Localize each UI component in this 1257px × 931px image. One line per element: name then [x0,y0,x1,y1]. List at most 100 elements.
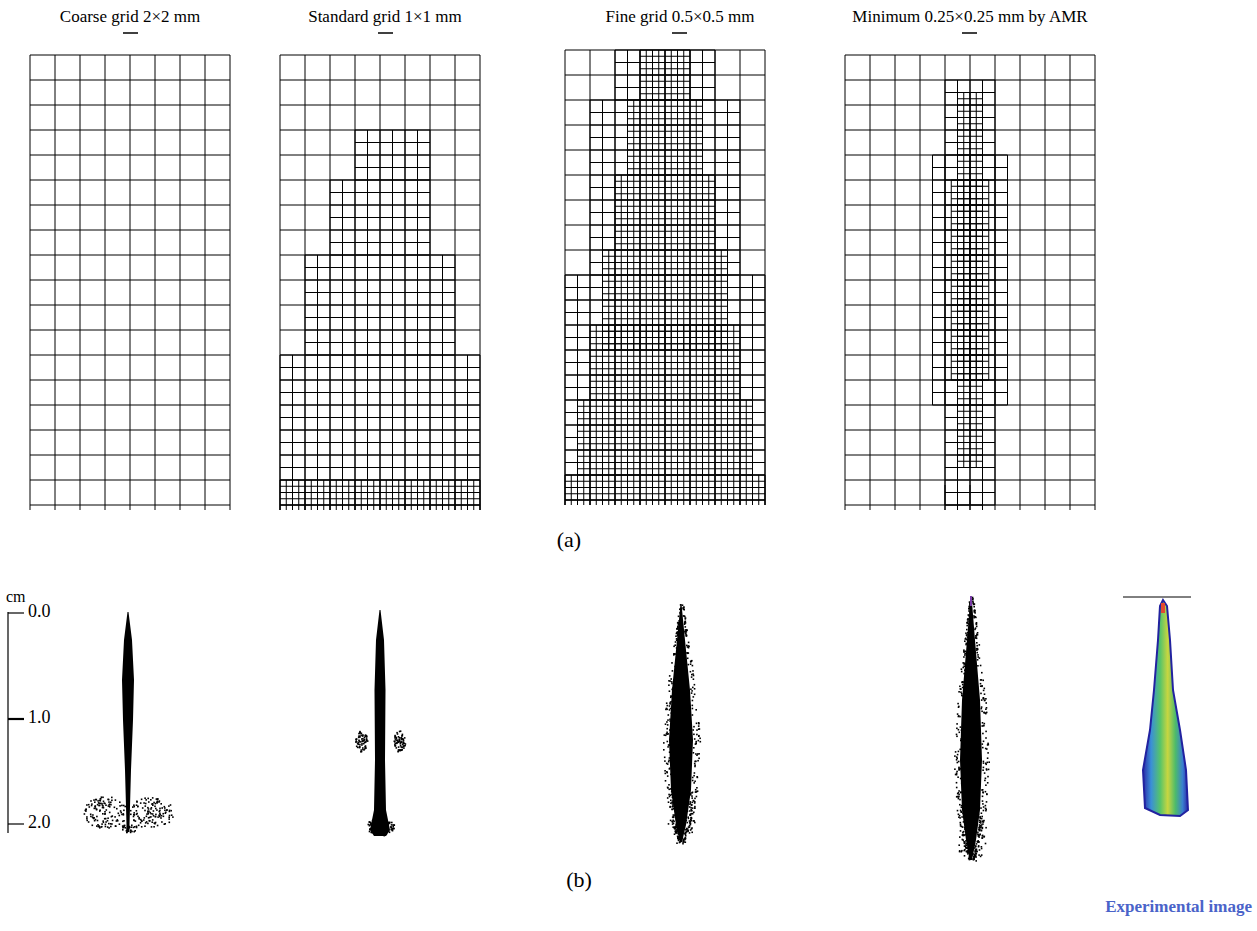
droplet [366,736,368,738]
droplet [972,838,974,840]
droplet [667,741,669,743]
droplet [687,822,689,824]
droplet [378,824,380,826]
droplet [119,805,121,807]
droplet [146,816,148,818]
droplet [102,804,104,806]
droplet [698,758,700,760]
droplet [696,776,698,778]
droplet [675,830,677,832]
droplet [978,814,980,816]
droplet [671,701,673,703]
droplet [385,818,387,820]
droplet [967,636,969,638]
droplet [382,834,384,836]
droplet [958,729,960,731]
droplet [975,860,977,862]
droplet [694,772,696,774]
droplet [164,823,166,825]
droplet [682,837,684,839]
droplet [147,813,149,815]
droplet [967,620,969,622]
droplet [978,836,980,838]
droplet [976,623,978,625]
droplet [133,814,135,816]
droplet [672,821,674,823]
spray-core [122,612,134,832]
droplet [402,738,404,740]
droplet [109,803,111,805]
droplet [102,813,104,815]
droplet [673,808,675,810]
droplet [698,722,700,724]
droplet [668,823,670,825]
droplet [700,741,702,743]
droplet [965,847,967,849]
droplet [973,617,975,619]
droplet [151,803,153,805]
droplet [359,746,361,748]
droplet [693,678,695,680]
droplet [964,822,966,824]
droplet [958,706,960,708]
droplet [982,835,984,837]
droplet [677,792,679,794]
droplet [954,755,956,757]
droplet [92,816,94,818]
droplet [958,761,960,763]
droplet [964,843,966,845]
droplet [146,821,148,823]
droplet [382,825,384,827]
droplet [676,827,678,829]
droplet [683,607,685,609]
droplet [84,813,86,815]
droplet [973,615,975,617]
droplet [960,726,962,728]
droplet [152,803,154,805]
mesh-grids [30,50,1095,510]
droplet [979,834,981,836]
droplet [156,809,158,811]
droplet [976,853,978,855]
droplet [390,826,392,828]
droplet [973,856,975,858]
droplet [364,737,366,739]
droplet [969,859,971,861]
droplet [677,632,679,634]
droplet [669,720,671,722]
droplet [686,630,688,632]
droplet [687,653,689,655]
droplet [394,741,396,743]
droplet [691,817,693,819]
droplet [671,689,673,691]
droplet [982,800,984,802]
droplet [131,825,133,827]
droplet [964,849,966,851]
droplet [129,827,131,829]
droplet [693,734,695,736]
droplet [688,826,690,828]
droplet [159,811,161,813]
droplet [676,633,678,635]
droplet [95,805,97,807]
droplet [689,822,691,824]
droplet [685,618,687,620]
droplet [680,841,682,843]
nozzle-tip [970,596,972,606]
droplet [135,820,137,822]
droplet [976,645,978,647]
droplet [960,825,962,827]
droplet [963,656,965,658]
droplet [168,818,170,820]
droplet [383,835,385,837]
droplet [168,816,170,818]
droplet [692,705,694,707]
droplet [675,825,677,827]
droplet [687,816,689,818]
droplet [693,775,695,777]
droplet [90,800,92,802]
droplet [393,828,395,830]
subfigure-label: (b) [566,868,592,892]
droplet [674,653,676,655]
droplet [977,656,979,658]
